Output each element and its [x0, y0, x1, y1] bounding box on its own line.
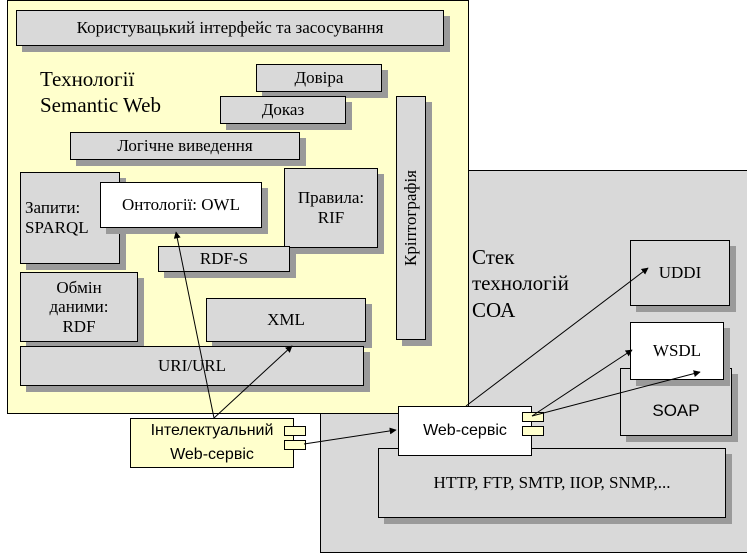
- intelligent-service-line1: Інтелектуальний: [150, 422, 274, 439]
- intelligent-service-box: Інтелектуальний Web-сервіс: [130, 418, 294, 468]
- rdfs-box: RDF-S: [158, 246, 290, 272]
- ui-layer-label: Користувацький інтерфейс та засосування: [76, 18, 384, 38]
- intelligent-service-line2: Web-сервіс: [170, 446, 254, 463]
- rdfs-label: RDF-S: [199, 249, 249, 269]
- logic-label: Логічне виведення: [117, 136, 253, 156]
- semantic-web-title-line2: Semantic Web: [40, 93, 161, 118]
- web-service-port-bottom: [522, 426, 544, 436]
- trust-box: Довіра: [256, 64, 382, 92]
- proof-label: Доказ: [261, 100, 305, 120]
- web-service-label: Web-сервіс: [423, 421, 507, 439]
- trust-label: Довіра: [294, 68, 344, 88]
- intelligent-service-port-top: [284, 426, 306, 436]
- semantic-web-title: Технології Semantic Web: [40, 66, 161, 119]
- ontology-label: Онтології: OWL: [122, 195, 240, 215]
- logic-box: Логічне виведення: [70, 132, 300, 160]
- exchange-line2: даними:: [49, 297, 109, 317]
- wsdl-box: WSDL: [630, 322, 724, 380]
- soa-title: Стек технологій СОА: [472, 244, 569, 323]
- exchange-line3: RDF: [62, 316, 96, 336]
- proof-box: Доказ: [220, 96, 346, 124]
- xml-label: XML: [267, 310, 305, 330]
- ontology-box: Онтології: OWL: [100, 182, 262, 228]
- soap-label: SOAP: [652, 401, 700, 421]
- query-line1: Запити:: [25, 198, 81, 218]
- crypto-box: Кріптографія: [396, 96, 426, 340]
- uri-label: URI/URL: [158, 356, 226, 376]
- ui-layer-box: Користувацький інтерфейс та засосування: [16, 10, 444, 46]
- intelligent-service-port-bottom: [284, 440, 306, 450]
- rules-box: Правила: RIF: [284, 168, 378, 248]
- soa-title-line2: технологій: [472, 271, 569, 296]
- query-box: Запити: SPARQL: [20, 172, 120, 264]
- protocols-label: HTTP, FTP, SMTP, ІІОР, SNMP,...: [433, 473, 671, 493]
- rules-line2: RIF: [317, 208, 345, 227]
- exchange-box: Обмін даними: RDF: [20, 272, 138, 342]
- web-service-box: Web-сервіс: [398, 406, 532, 456]
- semantic-web-title-line1: Технології: [40, 67, 135, 91]
- wsdl-label: WSDL: [652, 341, 702, 361]
- crypto-label: Кріптографія: [401, 170, 420, 266]
- soa-title-line3: СОА: [472, 297, 516, 322]
- uri-box: URI/URL: [20, 346, 364, 386]
- exchange-line1: Обмін: [56, 277, 102, 297]
- uddi-label: UDDI: [658, 263, 702, 283]
- xml-box: XML: [206, 298, 366, 342]
- query-line2: SPARQL: [25, 218, 89, 237]
- protocols-box: HTTP, FTP, SMTP, ІІОР, SNMP,...: [378, 448, 726, 518]
- web-service-port-top: [522, 412, 544, 422]
- rules-line1: Правила:: [297, 188, 365, 208]
- uddi-box: UDDI: [630, 240, 730, 306]
- soa-title-line1: Стек: [472, 245, 515, 269]
